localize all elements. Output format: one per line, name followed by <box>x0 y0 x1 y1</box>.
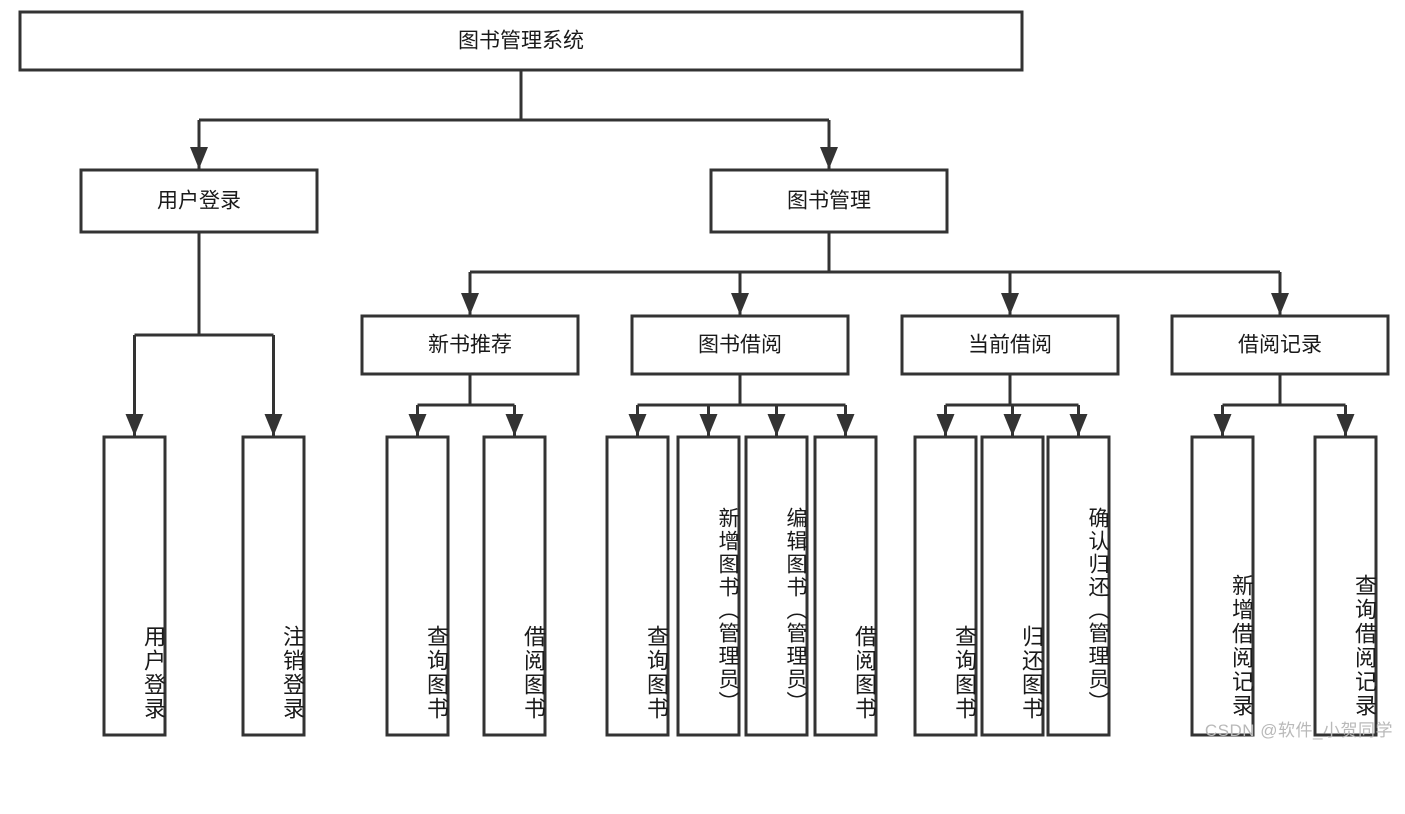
arrow-head-icon <box>264 414 283 436</box>
node-box[interactable] <box>79 168 319 234</box>
arrow-head-icon <box>767 414 786 436</box>
arrow-head-icon <box>190 147 208 169</box>
arrow-head-icon <box>1336 414 1355 436</box>
diagram-root: 图书管理系统用户登录图书管理新书推荐图书借阅当前借阅借阅记录 用户登录注销登录查… <box>18 10 1393 740</box>
node-box[interactable] <box>900 314 1120 376</box>
arrow-head-icon <box>1003 414 1022 436</box>
node-box[interactable] <box>102 435 167 737</box>
arrow-head-icon <box>1069 414 1088 436</box>
node-box[interactable] <box>813 435 878 737</box>
arrow-head-icon <box>1271 293 1289 315</box>
arrow-head-icon <box>505 414 524 436</box>
arrow-head-icon <box>836 414 855 436</box>
watermark: CSDN @软件_小贺同学 <box>1204 721 1393 740</box>
node-box[interactable] <box>1170 314 1390 376</box>
node-box[interactable] <box>913 435 978 737</box>
node-label: 当前借阅 <box>968 334 1052 357</box>
node-box[interactable] <box>360 314 580 376</box>
node-box[interactable] <box>241 435 306 737</box>
box-layer <box>18 10 1390 737</box>
node-box[interactable] <box>630 314 850 376</box>
node-box[interactable] <box>1313 435 1378 737</box>
node-box[interactable] <box>1046 435 1111 737</box>
node-box[interactable] <box>605 435 670 737</box>
node-label: 用户登录 <box>157 190 241 213</box>
node-box[interactable] <box>1190 435 1255 737</box>
arrow-head-icon <box>461 293 479 315</box>
node-label: 新书推荐 <box>428 334 512 357</box>
node-label: 图书借阅 <box>698 334 782 357</box>
arrow-head-icon <box>1213 414 1232 436</box>
node-label: 图书管理 <box>787 190 871 213</box>
connector-layer <box>125 70 1355 436</box>
node-box[interactable] <box>744 435 809 737</box>
node-box[interactable] <box>385 435 450 737</box>
node-box[interactable] <box>980 435 1045 737</box>
node-box[interactable] <box>709 168 949 234</box>
arrow-head-icon <box>125 414 144 436</box>
arrow-head-icon <box>820 147 838 169</box>
node-label: 借阅记录 <box>1238 334 1322 357</box>
node-box[interactable] <box>18 10 1024 72</box>
arrow-head-icon <box>731 293 749 315</box>
arrow-head-icon <box>1001 293 1019 315</box>
node-label: 图书管理系统 <box>458 30 584 53</box>
arrow-head-icon <box>628 414 647 436</box>
node-box[interactable] <box>676 435 741 737</box>
arrow-head-icon <box>936 414 955 436</box>
arrow-head-icon <box>408 414 427 436</box>
arrow-head-icon <box>699 414 718 436</box>
node-box[interactable] <box>482 435 547 737</box>
